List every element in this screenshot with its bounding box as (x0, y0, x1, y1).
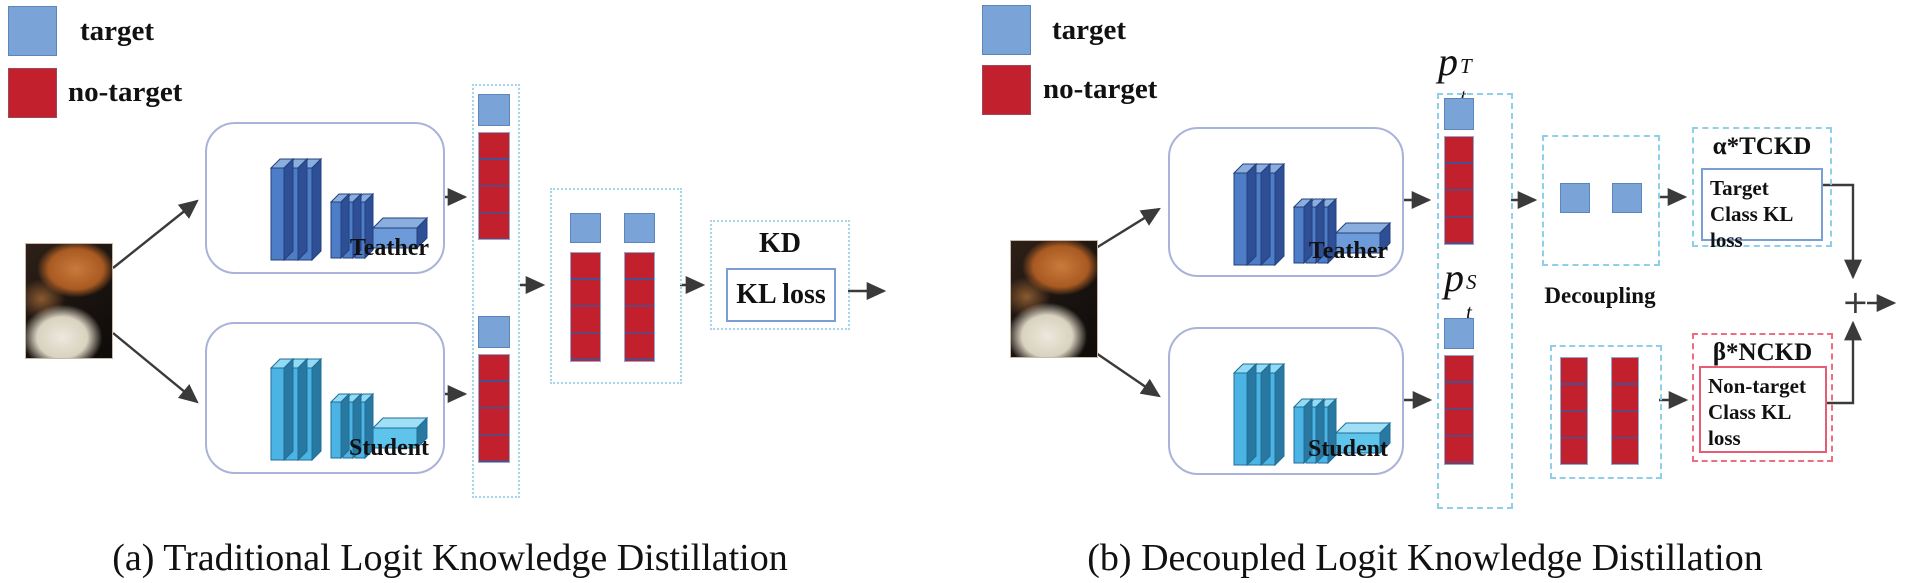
teacher-nontarget-logits-a (478, 132, 510, 240)
teacher-nontarget-logits-b (1444, 136, 1474, 245)
pair-target-logit-1-a (570, 213, 601, 243)
input-image-cat-a (25, 243, 113, 359)
pair-target-logit-2-a (624, 213, 655, 243)
decoupling-label: Decoupling (1544, 283, 1656, 308)
legend-b-no-target-swatch (982, 65, 1031, 115)
logits-box-b (1437, 93, 1513, 509)
conv-layers-teacher-icon (269, 157, 429, 262)
legend-a-no-target-swatch (8, 68, 57, 118)
student-label-b: Student (1307, 436, 1388, 462)
legend-b-target-swatch (982, 5, 1031, 55)
pair-nontarget-logits-1-a (570, 252, 601, 362)
caption-b: (b) Decoupled Logit Knowledge Distillati… (1087, 537, 1763, 579)
nckd-box: β*NCKD Non-target Class KL loss (1692, 333, 1833, 462)
nckd-loss-label: Non-target Class KL loss (1708, 374, 1806, 450)
conv-layers-student-icon (1232, 362, 1392, 467)
legend-b-target-label: target (1052, 14, 1127, 46)
arrow-cat-to-student-b (1095, 352, 1161, 398)
tckd-box: α*TCKD Target Class KL loss (1692, 127, 1832, 252)
kl-loss-label-a: KL loss (736, 279, 826, 310)
conv-layers-teacher-icon (1232, 162, 1392, 267)
teacher-target-logit-b (1444, 98, 1474, 130)
student-nontarget-logits-b (1444, 355, 1474, 465)
student-target-logit-b (1444, 318, 1474, 349)
kl-loss-box-a: KL loss (726, 268, 836, 322)
plus-sum-symbol: + (1842, 283, 1869, 321)
student-network-a: Student (205, 322, 445, 474)
student-nontarget-logits-a (478, 354, 510, 463)
kd-box-a: KD KL loss (710, 220, 850, 330)
decoupled-nontarget-box (1550, 345, 1662, 479)
teacher-label-a: Teather (349, 235, 429, 261)
legend-a-target-swatch (8, 6, 57, 56)
teacher-label-b: Teather (1308, 238, 1388, 264)
tckd-title: α*TCKD (1712, 133, 1812, 160)
caption-a: (a) Traditional Logit Knowledge Distilla… (112, 537, 788, 579)
decoupled-target-logit-2 (1612, 183, 1642, 213)
teacher-network-b: Teather (1168, 127, 1404, 277)
tckd-loss-label: Target Class KL loss (1710, 176, 1793, 252)
conv-layers-student-icon (269, 357, 429, 462)
student-network-b: Student (1168, 327, 1404, 475)
teacher-target-logit-a (478, 94, 510, 126)
arrow-cat-to-teacher-a (112, 199, 199, 269)
arrow-cat-to-student-a (112, 332, 199, 404)
decoupled-target-box (1542, 135, 1660, 266)
paired-logits-box-a (550, 188, 682, 384)
legend-a-target-label: target (80, 15, 155, 47)
kd-title: KD (759, 228, 801, 259)
decoupled-nontarget-logits-2 (1611, 357, 1639, 465)
pair-nontarget-logits-2-a (624, 252, 655, 362)
legend-a-no-target-label: no-target (68, 76, 183, 108)
nckd-title: β*NCKD (1712, 339, 1813, 366)
arrow-cat-to-teacher-b (1095, 207, 1161, 250)
legend-b-no-target-label: no-target (1043, 73, 1158, 105)
logits-box-a (472, 84, 520, 498)
input-image-cat-b (1010, 240, 1098, 358)
student-label-a: Student (348, 435, 429, 461)
student-target-logit-a (478, 316, 510, 348)
teacher-network-a: Teather (205, 122, 445, 274)
nontarget-class-kl-loss-box: Non-target Class KL loss (1699, 366, 1827, 453)
decoupled-nontarget-logits-1 (1560, 357, 1588, 465)
target-class-kl-loss-box: Target Class KL loss (1701, 168, 1823, 252)
decoupled-target-logit-1 (1560, 183, 1590, 213)
